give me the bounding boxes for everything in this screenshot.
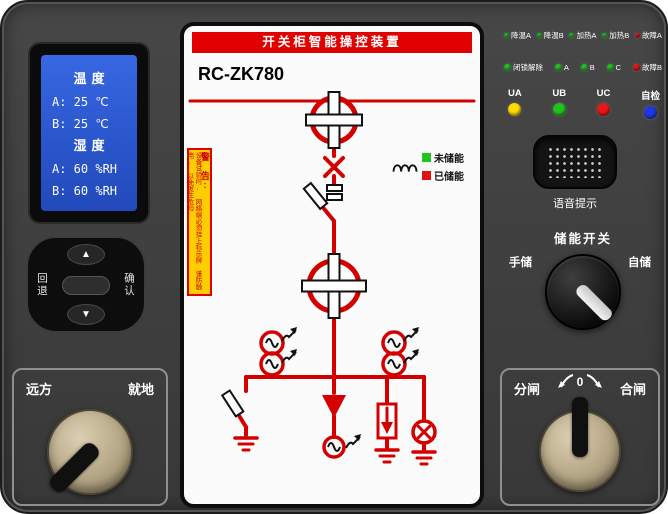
temperature-header: 温度 (73, 71, 110, 86)
warning-title: 警 告: (200, 152, 210, 190)
indicator-label: 加热B (609, 31, 630, 40)
indicator-item: 闭锁解除 (504, 62, 543, 73)
arrow-right-icon (595, 381, 602, 388)
model-number: RC-ZK780 (198, 64, 285, 84)
indicator-panel: 降温A 降温B 加热A 加热B 故障A 闭锁解除 A B C 故障B UA UB UC 自检 (502, 26, 664, 138)
speaker-grille (533, 135, 617, 189)
indicator-led (634, 33, 640, 38)
open-label: 分闸 (514, 382, 541, 397)
indicator-item: 加热B (602, 30, 629, 41)
storage-switch-knob[interactable] (545, 254, 621, 330)
indicator-label: 故障A (641, 31, 662, 40)
up-button[interactable]: ▲ (67, 244, 105, 265)
auto-charge-label: 自储 (628, 257, 651, 269)
back-button[interactable]: 回退 (36, 272, 48, 297)
indicator-column: 自检 (641, 88, 660, 119)
indicator-led (552, 103, 566, 116)
indicator-led (554, 64, 562, 71)
knob-lever (46, 439, 103, 496)
indicator-led (643, 106, 657, 119)
indicator-label: UC (596, 88, 611, 99)
warning-label: 警 告: 设备试验时, 网络端必须挂上标示牌 谨防触电, 以免发生危险 (187, 148, 212, 296)
down-button[interactable]: ▼ (67, 304, 105, 325)
indicator-item: A (554, 63, 569, 72)
legend-red-square (422, 171, 431, 180)
indicator-led (602, 33, 608, 38)
indicator-label: 自检 (640, 91, 660, 102)
indicator-item: 故障B (632, 62, 662, 73)
storage-switch-title: 储能开关 (553, 232, 612, 246)
indicator-column: UA (508, 88, 522, 119)
indicator-led (504, 33, 509, 38)
indicator-label: 故障B (641, 63, 662, 72)
indicator-column: UB (552, 88, 566, 119)
confirm-button[interactable]: 确认 (123, 272, 135, 297)
humidity-a: A: 60 %RH (52, 162, 118, 176)
center-button[interactable] (62, 276, 110, 295)
indicator-label: 降温A (511, 31, 532, 40)
indicator-row-1: 降温A 降温B 加热A 加热B 故障A (504, 30, 662, 41)
indicator-column: UC (596, 88, 611, 119)
indicator-label: B (589, 63, 595, 72)
indicator-item: B (580, 63, 595, 72)
nav-cluster: ▲ ▼ 回退 确认 (26, 236, 146, 333)
indicator-led (597, 103, 611, 116)
device-title: 开关柜智能操控装置 (192, 32, 472, 53)
humidity-header: 湿度 (73, 138, 110, 153)
knob-lever (572, 397, 588, 457)
zero-position-label: 0 (577, 375, 584, 389)
manual-charge-label: 手储 (509, 257, 532, 269)
speaker-holes (547, 146, 603, 178)
indicator-led (606, 64, 614, 71)
single-line-diagram (188, 91, 476, 466)
indicator-led (508, 103, 522, 116)
indicator-label: UA (508, 88, 522, 99)
open-close-panel: 分闸 合闸 0 (500, 368, 660, 506)
legend-charged: 已储能 (422, 168, 464, 183)
indicator-label: C (615, 63, 622, 72)
indicator-label: 加热A (576, 31, 597, 40)
lcd-module: 温度 A: 25 ℃ B: 25 ℃ 湿度 A: 60 %RH B: 60 %R… (28, 42, 150, 224)
indicator-item: 降温B (536, 30, 564, 41)
indicator-led (632, 64, 640, 71)
indicator-item: 加热A (569, 30, 596, 41)
temperature-b: B: 25 ℃ (52, 117, 109, 131)
indicator-row-3: UA UB UC 自检 (508, 88, 660, 119)
indicator-label: A (563, 63, 569, 72)
indicator-label: 降温B (543, 31, 564, 40)
indicator-led (504, 64, 511, 71)
voice-prompt-label: 语音提示 (553, 198, 597, 210)
remote-label: 远方 (26, 382, 53, 397)
warning-line2: 谨防触电, 以免发生危险 (187, 152, 201, 290)
indicator-led (536, 33, 542, 38)
warning-line1: 设备试验时, 网络端必须挂上标示牌 (194, 152, 201, 264)
rotation-indicator: 0 (558, 374, 602, 389)
lcd-screen: 温度 A: 25 ℃ B: 25 ℃ 湿度 A: 60 %RH B: 60 %R… (41, 55, 137, 211)
mimic-panel: 开关柜智能操控装置 RC-ZK780 (180, 22, 484, 508)
remote-local-panel: 远方 就地 (12, 368, 168, 506)
indicator-item: C (606, 63, 622, 72)
indicator-label: UB (552, 88, 567, 99)
open-close-knob[interactable] (539, 397, 621, 492)
legend-green-square (422, 153, 431, 162)
local-label: 就地 (127, 382, 154, 397)
indicator-row-2: 闭锁解除 A B C 故障B (504, 62, 662, 73)
coil-icon (392, 163, 418, 172)
remote-local-knob[interactable] (46, 409, 133, 496)
arrow-left-icon (558, 381, 565, 388)
legend-not-charged: 未储能 (422, 150, 464, 165)
indicator-led (580, 64, 588, 71)
indicator-item: 故障A (634, 30, 662, 41)
indicator-item: 降温A (504, 30, 531, 41)
charge-legend: 未储能 已储能 (392, 150, 478, 183)
temperature-a: A: 25 ℃ (52, 95, 109, 109)
indicator-led (569, 33, 575, 38)
indicator-label: 闭锁解除 (513, 63, 543, 72)
knob-lever (573, 282, 614, 323)
close-label: 合闸 (619, 382, 646, 397)
humidity-b: B: 60 %RH (52, 184, 118, 198)
